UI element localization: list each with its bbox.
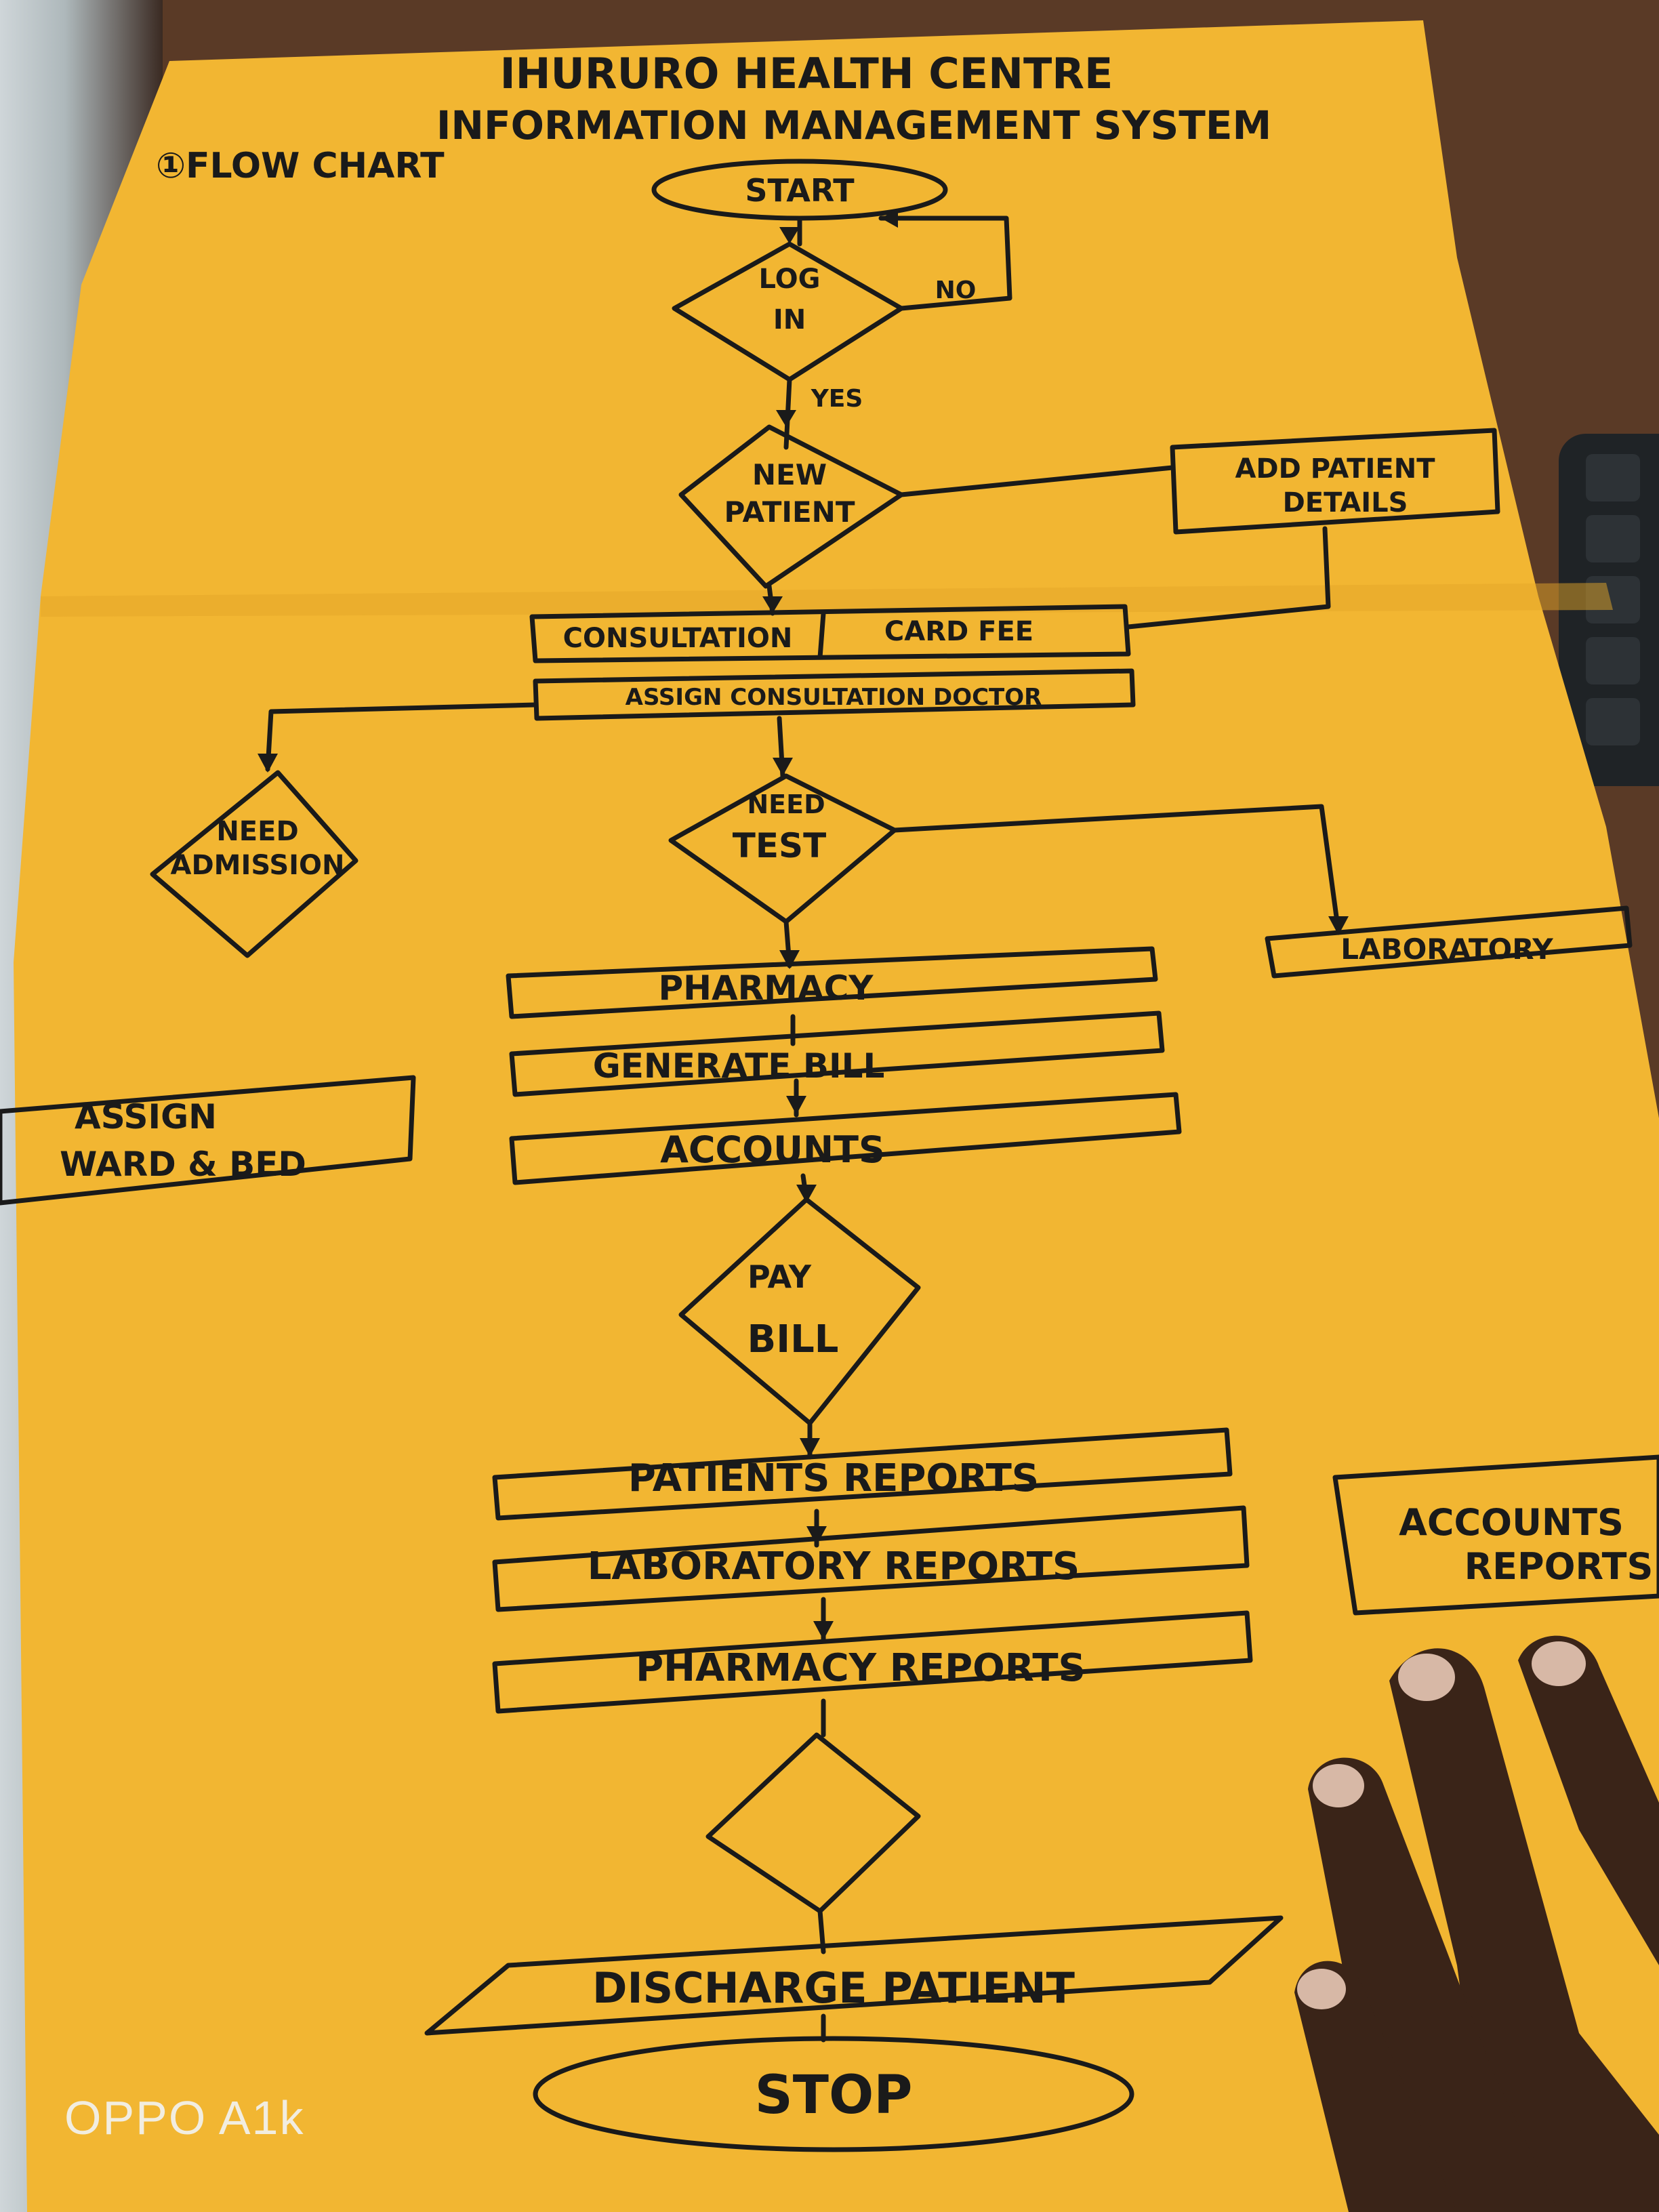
assign-doctor-label: ASSIGN CONSULTATION DOCTOR xyxy=(626,684,1042,711)
arrow-icon xyxy=(813,1621,834,1640)
arrow-icon xyxy=(800,1438,820,1457)
generate-bill-box xyxy=(509,1010,1165,1097)
assign-ward-line2: WARD & BED xyxy=(60,1145,306,1184)
keyboard-key xyxy=(1586,698,1640,745)
need-admission-line1: NEED xyxy=(216,816,298,847)
divider xyxy=(817,611,826,660)
keyboard-key xyxy=(1586,515,1640,562)
need-admission-line2: ADMISSION xyxy=(170,850,344,881)
arrow-icon xyxy=(806,1526,827,1545)
connector xyxy=(1126,526,1331,630)
consultation-label: CONSULTATION xyxy=(563,623,793,654)
generate-bill-label: GENERATE BILL xyxy=(593,1046,885,1086)
arrow-icon xyxy=(881,209,898,228)
connector xyxy=(899,465,1175,497)
arrow-icon xyxy=(776,410,796,427)
paper-fold xyxy=(41,583,1613,617)
no-label: NO xyxy=(935,276,977,304)
assign-ward-line1: ASSIGN xyxy=(75,1097,217,1136)
arrow-icon xyxy=(1328,916,1349,935)
login-label-line1: LOG xyxy=(759,264,821,295)
login-label-line2: IN xyxy=(773,304,806,335)
new-patient-decision xyxy=(678,424,904,589)
pharmacy-reports-box xyxy=(492,1610,1253,1714)
stop-terminator xyxy=(533,2036,1134,2152)
add-patient-details-box xyxy=(1170,428,1500,535)
accounts-box xyxy=(509,1092,1182,1185)
laboratory-box xyxy=(1265,905,1633,979)
arrow-icon xyxy=(762,596,783,613)
need-test-line1: NEED xyxy=(747,790,825,819)
section-label: ①FLOW CHART xyxy=(156,146,445,186)
arrow-icon xyxy=(779,950,800,969)
stop-label: STOP xyxy=(755,2065,913,2126)
title-line2: INFORMATION MANAGEMENT SYSTEM xyxy=(436,102,1271,148)
pay-bill-line1: PAY xyxy=(747,1258,812,1295)
accounts-reports-box xyxy=(1332,1454,1659,1616)
laboratory-reports-label: LABORATORY REPORTS xyxy=(588,1544,1080,1589)
start-label: START xyxy=(745,172,855,209)
need-admission-decision xyxy=(150,770,359,958)
discharge-patient-box xyxy=(424,1915,1284,2036)
pharmacy-label: PHARMACY xyxy=(658,968,874,1008)
connector xyxy=(265,702,538,772)
no-loop-connector xyxy=(878,216,1012,311)
consultation-card-fee-box xyxy=(529,604,1131,663)
arrow-icon xyxy=(779,227,800,244)
accounts-label: ACCOUNTS xyxy=(660,1128,885,1171)
new-patient-label-line1: NEW xyxy=(752,458,827,491)
discharge-patient-label: DISCHARGE PATIENT xyxy=(592,1963,1075,2013)
new-patient-label-line2: PATIENT xyxy=(724,495,855,529)
assign-ward-bed-box xyxy=(0,1075,416,1206)
arrow-icon xyxy=(258,754,278,773)
arrow-icon xyxy=(786,1096,806,1115)
laboratory-label: LABORATORY xyxy=(1340,933,1553,966)
accounts-reports-line1: ACCOUNTS xyxy=(1399,1501,1624,1544)
arrow-icon xyxy=(796,1185,817,1203)
camera-watermark: OPPO A1k xyxy=(64,2091,305,2144)
laboratory-reports-box xyxy=(492,1505,1250,1612)
arrow-icon xyxy=(773,758,793,776)
need-test-line2: TEST xyxy=(733,826,826,865)
accounts-reports-line2: REPORTS xyxy=(1465,1545,1654,1588)
add-patient-details-line1: ADD PATIENT xyxy=(1235,453,1435,485)
pay-bill-line2: BILL xyxy=(747,1317,839,1361)
title-line1: IHURURO HEALTH CENTRE xyxy=(500,49,1113,98)
connector xyxy=(892,804,1341,935)
add-patient-details-line2: DETAILS xyxy=(1283,487,1408,518)
patients-reports-label: PATIENTS REPORTS xyxy=(628,1456,1039,1500)
keyboard-key xyxy=(1586,637,1640,684)
yes-label: YES xyxy=(811,385,863,413)
card-fee-label: CARD FEE xyxy=(884,616,1033,647)
pharmacy-reports-label: PHARMACY REPORTS xyxy=(636,1646,1086,1690)
pharmacy-box xyxy=(506,946,1158,1019)
keyboard-key xyxy=(1586,454,1640,501)
patients-reports-box xyxy=(492,1427,1233,1521)
